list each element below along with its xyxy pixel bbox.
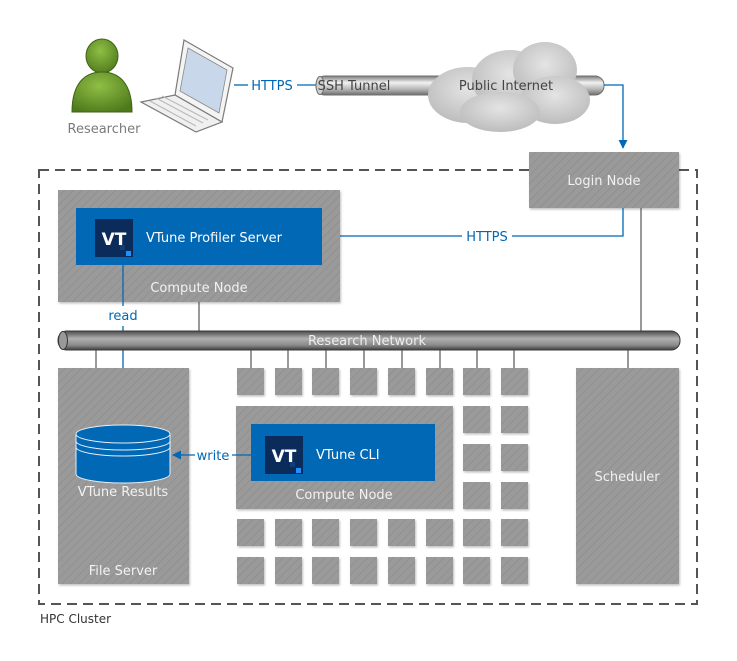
write-label: write [197, 449, 230, 464]
ssh-tunnel-label: SSH Tunnel [318, 79, 391, 94]
hpc-cluster-label: HPC Cluster [40, 612, 111, 626]
compute-node-small[interactable] [275, 368, 302, 395]
research-network-pipe [57, 330, 681, 351]
https-label-laptop: HTTPS [251, 79, 293, 94]
compute-node-small[interactable] [312, 368, 339, 395]
compute-node-small[interactable] [463, 368, 490, 395]
researcher-icon [71, 38, 133, 113]
database-icon [75, 424, 171, 484]
link-tunnel-to-login [604, 84, 628, 149]
compute-node-small[interactable] [501, 557, 528, 584]
compute-node-small[interactable] [501, 406, 528, 433]
scheduler-node[interactable] [576, 368, 679, 584]
compute-node-small[interactable] [501, 482, 528, 509]
researcher-label: Researcher [68, 122, 142, 137]
vtune-cli-logo-text: VT [272, 447, 297, 467]
compute-node-small[interactable] [426, 519, 453, 546]
compute-node-small[interactable] [463, 557, 490, 584]
vtune-profiler-server-label: VTune Profiler Server [146, 231, 283, 246]
https-label-login: HTTPS [466, 230, 508, 245]
compute-node-small[interactable] [350, 368, 377, 395]
compute-node-small[interactable] [237, 557, 264, 584]
file-server-label: File Server [89, 564, 158, 579]
login-node-label: Login Node [567, 174, 640, 189]
cloud-icon [428, 42, 590, 132]
compute-node-small[interactable] [388, 519, 415, 546]
compute-node-small[interactable] [275, 519, 302, 546]
compute-node-small[interactable] [275, 557, 302, 584]
compute-node-small[interactable] [501, 444, 528, 471]
compute-node-small[interactable] [463, 519, 490, 546]
laptop-icon [139, 39, 234, 133]
compute-node-small[interactable] [426, 368, 453, 395]
login-node[interactable] [529, 152, 679, 208]
compute-node-small[interactable] [388, 557, 415, 584]
compute-node-small[interactable] [463, 444, 490, 471]
network-drops [95, 350, 629, 368]
compute-node-small[interactable] [312, 519, 339, 546]
read-label: read [108, 309, 137, 324]
vtune-logo-icon: VT [95, 219, 133, 257]
compute-node-small[interactable] [463, 406, 490, 433]
research-network-label: Research Network [308, 334, 427, 349]
hpc-cluster-boundary [38, 169, 698, 605]
compute-node-small[interactable] [501, 519, 528, 546]
vtune-results-label: VTune Results [78, 485, 169, 500]
vtune-cli-logo-icon: VT [265, 436, 303, 474]
vtune-cli-label: VTune CLI [316, 448, 380, 463]
link-login-to-server-a [512, 208, 624, 237]
compute-node-small[interactable] [463, 482, 490, 509]
compute-node-small[interactable] [501, 368, 528, 395]
compute-node-small[interactable] [312, 557, 339, 584]
compute-node-small[interactable] [237, 368, 264, 395]
compute-node-server-label: Compute Node [150, 281, 247, 296]
compute-node-small[interactable] [350, 519, 377, 546]
scheduler-label: Scheduler [594, 470, 660, 485]
compute-node-small[interactable] [350, 557, 377, 584]
compute-node-small[interactable] [237, 519, 264, 546]
compute-node-small[interactable] [388, 368, 415, 395]
vtune-logo-text: VT [102, 230, 127, 250]
compute-node-grid [237, 368, 528, 584]
compute-node-small[interactable] [426, 557, 453, 584]
public-internet-label: Public Internet [459, 79, 553, 94]
compute-node-cli-label: Compute Node [295, 488, 392, 503]
